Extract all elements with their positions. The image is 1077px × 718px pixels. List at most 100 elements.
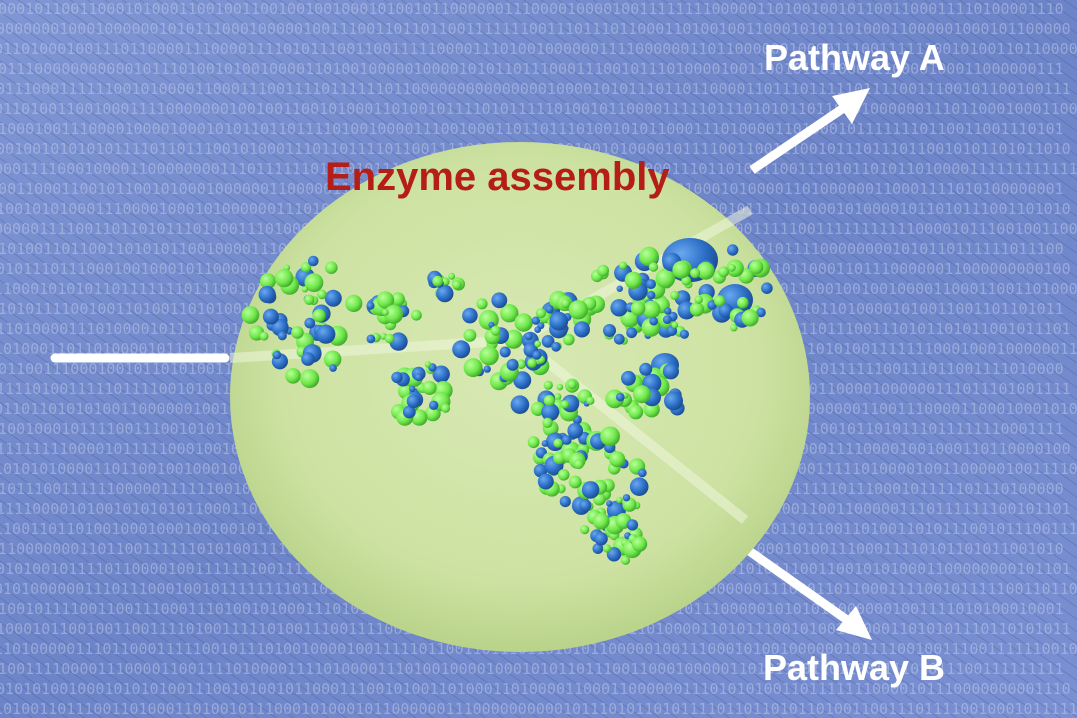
protein-blob	[628, 404, 644, 420]
protein-blob	[594, 532, 608, 546]
protein-blob	[382, 308, 389, 316]
protein-blob	[316, 324, 336, 344]
protein-blob	[537, 322, 545, 330]
protein-blob	[606, 500, 613, 507]
protein-blob	[262, 308, 279, 325]
protein-blob	[432, 365, 450, 383]
protein-blob	[514, 313, 533, 332]
protein-blob	[567, 422, 583, 439]
protein-blob	[622, 494, 631, 502]
protein-blob	[476, 298, 488, 310]
protein-blob	[543, 380, 553, 390]
protein-blob	[424, 361, 432, 368]
protein-blob	[545, 305, 554, 314]
protein-blob	[662, 315, 672, 324]
protein-blob	[436, 284, 454, 303]
protein-blob	[241, 306, 260, 324]
protein-blob	[277, 331, 287, 341]
protein-blob	[304, 294, 315, 305]
protein-assembly	[241, 238, 773, 565]
protein-blob	[411, 309, 422, 321]
protein-blob	[483, 365, 491, 373]
svg-text:011000100111000010000100010101: 0110001001110000100001000101011011011110…	[0, 120, 1064, 138]
protein-blob	[696, 261, 715, 280]
protein-blob	[672, 260, 691, 279]
protein-blob	[272, 350, 282, 360]
protein-blob	[616, 285, 623, 292]
protein-blob	[506, 358, 519, 371]
svg-text:011010011001000111100000001001: 0110100110010001111000000010010011001010…	[0, 100, 1077, 118]
svg-text:011001111000011100001100111101: 0110011110000111000011001111010000111101…	[0, 660, 1064, 678]
protein-blob	[366, 301, 375, 310]
protein-blob	[603, 324, 616, 337]
protein-blob	[301, 286, 309, 293]
protein-blob	[554, 393, 562, 401]
protein-blob	[664, 307, 672, 315]
protein-blob	[323, 350, 342, 369]
protein-blob	[620, 555, 631, 565]
protein-blob	[409, 385, 416, 393]
protein-blob	[664, 391, 683, 411]
protein-blob	[551, 342, 561, 352]
protein-blob	[549, 311, 569, 331]
protein-blob	[586, 396, 595, 405]
protein-blob	[597, 264, 609, 277]
protein-blob	[463, 328, 477, 342]
protein-blob	[560, 298, 571, 309]
protein-blob	[452, 340, 471, 359]
protein-blob	[384, 333, 395, 344]
svg-text:101110001111110010100001100011: 1011100011111100101000011000111001111011…	[0, 80, 1071, 98]
protein-blob	[573, 321, 591, 338]
protein-blob	[568, 300, 588, 320]
protein-blob	[406, 394, 421, 409]
protein-blob	[541, 335, 555, 348]
protein-blob	[639, 362, 653, 376]
protein-blob	[609, 451, 626, 468]
protein-blob	[718, 266, 729, 278]
protein-blob	[527, 436, 540, 449]
protein-blob	[536, 308, 547, 319]
protein-blob	[304, 317, 316, 329]
protein-blob	[592, 543, 604, 554]
protein-blob	[304, 273, 324, 293]
protein-blob	[626, 327, 637, 339]
protein-blob	[531, 316, 541, 325]
protein-blob	[581, 481, 600, 499]
protein-blob	[448, 272, 456, 280]
protein-blob	[648, 262, 659, 272]
protein-blob	[646, 279, 656, 290]
protein-blob	[414, 373, 423, 382]
protein-blob	[563, 333, 575, 346]
protein-blob	[580, 525, 590, 535]
protein-blob	[756, 307, 766, 318]
protein-blob	[329, 364, 337, 372]
protein-blob	[679, 329, 690, 339]
protein-blob	[391, 371, 403, 384]
protein-blob	[432, 275, 444, 287]
protein-blob	[402, 405, 416, 419]
protein-blob	[301, 352, 315, 366]
protein-blob	[452, 280, 462, 290]
protein-blob	[616, 392, 625, 402]
protein-blob	[324, 289, 342, 307]
protein-blob	[560, 400, 570, 409]
protein-blob	[543, 395, 556, 407]
protein-blob	[600, 426, 620, 447]
pathway-a-label: Pathway A	[764, 37, 945, 78]
protein-blob	[649, 316, 658, 326]
svg-text:011010001001110110000111000011: 0110100010011101100001110000111101011100…	[0, 40, 1077, 58]
protein-blob	[737, 296, 749, 309]
protein-blob	[647, 291, 656, 300]
protein-blob	[384, 304, 404, 324]
protein-blob	[557, 469, 570, 481]
protein-blob	[573, 459, 584, 470]
protein-blob	[761, 282, 773, 295]
protein-blob	[317, 289, 327, 300]
svg-text:010001011001100010100011001001: 0100010110011000101000110010011001001001…	[0, 0, 1064, 18]
protein-blob	[592, 512, 610, 530]
protein-blob	[749, 260, 764, 275]
protein-blob	[662, 363, 680, 380]
protein-blob	[690, 268, 701, 279]
protein-blob	[728, 263, 736, 272]
